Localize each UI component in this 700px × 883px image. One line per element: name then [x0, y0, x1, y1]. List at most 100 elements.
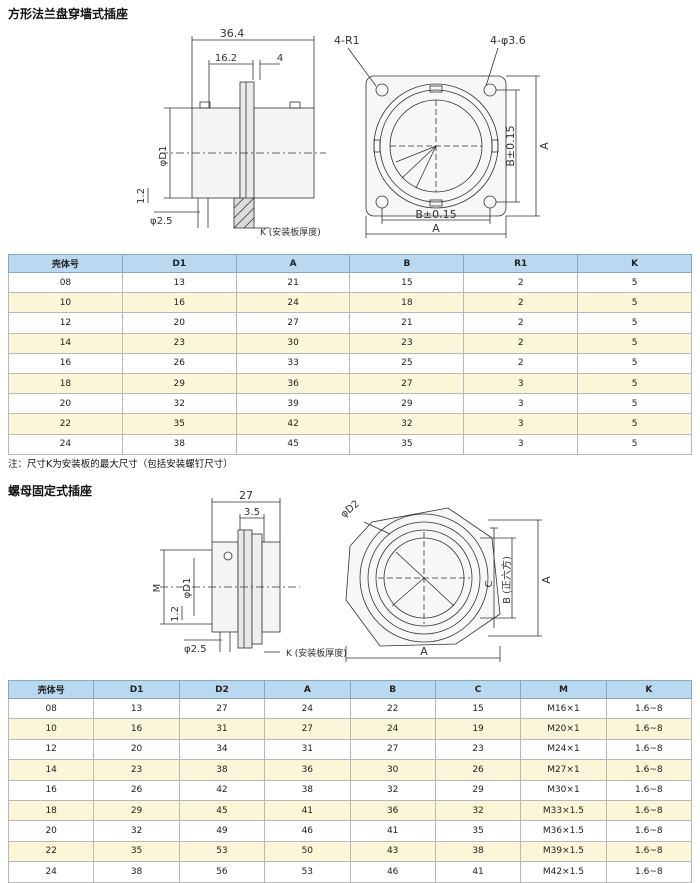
table-cell: 41 [264, 799, 351, 822]
table-cell: 23 [434, 738, 522, 761]
header-a: A [235, 254, 351, 273]
table-row: 20 32 39 29 3 5 [8, 393, 692, 415]
dim-m: M [152, 584, 163, 593]
table-cell: 12 [7, 738, 95, 761]
table-cell: 22 [8, 413, 123, 435]
table-cell: 26 [121, 352, 237, 374]
dim-d1-2: φD1 [182, 578, 193, 599]
table-cell: 23 [93, 759, 180, 781]
table-cell: 56 [178, 861, 266, 883]
dim-pin: φ2.5 [150, 216, 173, 227]
header-k: K [577, 254, 692, 273]
table-cell: 13 [93, 697, 180, 720]
table-cell: 24 [264, 697, 351, 720]
dim-36-4: 36.4 [220, 27, 245, 40]
header-b: B [349, 254, 465, 273]
table-cell: 45 [235, 433, 351, 455]
a-horizontal-2: A [420, 645, 428, 658]
table-cell: 21 [235, 271, 351, 294]
table-row: 18 29 45 41 36 32 M33×1.5 1.6~8 [7, 799, 693, 822]
table-cell: 25 [349, 352, 465, 374]
table-cell: 32 [121, 393, 237, 415]
dim-1-2: 1.2 [136, 188, 147, 204]
table-cell: 45 [178, 799, 266, 822]
table-cell: 1.6~8 [605, 738, 693, 761]
table-cell: 20 [7, 820, 95, 842]
header-r1: R1 [463, 254, 579, 273]
table-cell: 35 [434, 820, 522, 842]
d2-label: φD2 [339, 499, 362, 521]
table-cell: 5 [577, 292, 692, 314]
header-m: M [520, 680, 607, 699]
table-cell: 38 [121, 433, 237, 455]
table-cell: 41 [434, 861, 522, 883]
table-cell: 3 [463, 433, 579, 455]
table-cell: 18 [8, 372, 123, 395]
table-cell: 30 [349, 759, 436, 781]
header-d1: D1 [121, 254, 237, 273]
b-hex-label: B (正六方) [500, 556, 513, 604]
table-cell: 32 [349, 413, 465, 435]
table-row: 12 20 27 21 2 5 [8, 312, 692, 334]
table-cell: 26 [434, 759, 522, 781]
table-cell: 24 [8, 433, 123, 455]
nut-receptacle-front-view: φD2 A C B (正六方) A [339, 499, 553, 662]
a-vertical: A [538, 142, 551, 150]
table-cell: 27 [235, 312, 351, 334]
header-d1: D1 [93, 680, 180, 699]
table-cell: 46 [349, 861, 436, 883]
hole-label: 4-φ3.6 [490, 34, 526, 47]
table-cell: 53 [178, 840, 266, 863]
table-cell: 16 [8, 352, 123, 374]
table-cell: 18 [7, 799, 95, 822]
dim-pin-2: φ2.5 [184, 644, 207, 655]
table-cell: 22 [349, 697, 436, 720]
header-b: B [349, 680, 436, 699]
table-cell: 32 [349, 779, 436, 801]
table-row: 16 26 42 38 32 29 M30×1 1.6~8 [7, 779, 693, 801]
table-cell: M30×1 [520, 779, 607, 801]
table-cell: 39 [235, 393, 351, 415]
table-cell: 14 [8, 332, 123, 354]
table-cell: 41 [349, 820, 436, 842]
table-cell: 27 [178, 697, 266, 720]
a-vertical-2: A [540, 576, 553, 584]
table-cell: 5 [577, 332, 692, 354]
table-cell: 1.6~8 [605, 718, 693, 740]
table-header-row: 壳体号 D1 A B R1 K [8, 254, 692, 273]
table-cell: 3 [463, 372, 579, 395]
table-cell: 53 [264, 861, 351, 883]
table-cell: 2 [463, 271, 579, 294]
flange-receptacle-spec-table: 壳体号 D1 A B R1 K 08 13 21 15 2 5 10 16 24… [8, 254, 692, 455]
table-cell: 5 [577, 393, 692, 415]
table-cell: 24 [235, 292, 351, 314]
table-row: 22 35 42 32 3 5 [8, 413, 692, 435]
table-cell: 12 [8, 312, 123, 334]
table-cell: 30 [235, 332, 351, 354]
table-cell: 33 [235, 352, 351, 374]
dimension-note: 注：尺寸K为安装板的最大尺寸（包括安装螺钉尺寸） [8, 459, 233, 470]
header-k: K [605, 680, 693, 699]
table-row: 10 16 24 18 2 5 [8, 292, 692, 314]
table-row: 24 38 45 35 3 5 [8, 433, 692, 455]
dim-4: 4 [277, 53, 283, 64]
table-cell: 29 [121, 372, 237, 395]
table-cell: 43 [349, 840, 436, 863]
nut-receptacle-side-view: 27 3.5 M φD1 1.2 φ2.5 K (安装板厚度) [152, 489, 347, 659]
table-cell: 1.6~8 [605, 861, 693, 883]
table-cell: 13 [121, 271, 237, 294]
table-cell: 1.6~8 [605, 759, 693, 781]
table-cell: 42 [235, 413, 351, 435]
table-cell: 29 [349, 393, 465, 415]
table-cell: M39×1.5 [520, 840, 607, 863]
table-cell: 36 [235, 372, 351, 395]
table-cell: 31 [178, 718, 266, 740]
table-cell: 5 [577, 372, 692, 395]
a-horizontal: A [432, 222, 440, 235]
table-cell: 1.6~8 [605, 697, 693, 720]
table-cell: 38 [264, 779, 351, 801]
table-cell: 20 [8, 393, 123, 415]
table-cell: 5 [577, 312, 692, 334]
dim-27: 27 [239, 489, 253, 502]
c-label: C [484, 580, 495, 587]
